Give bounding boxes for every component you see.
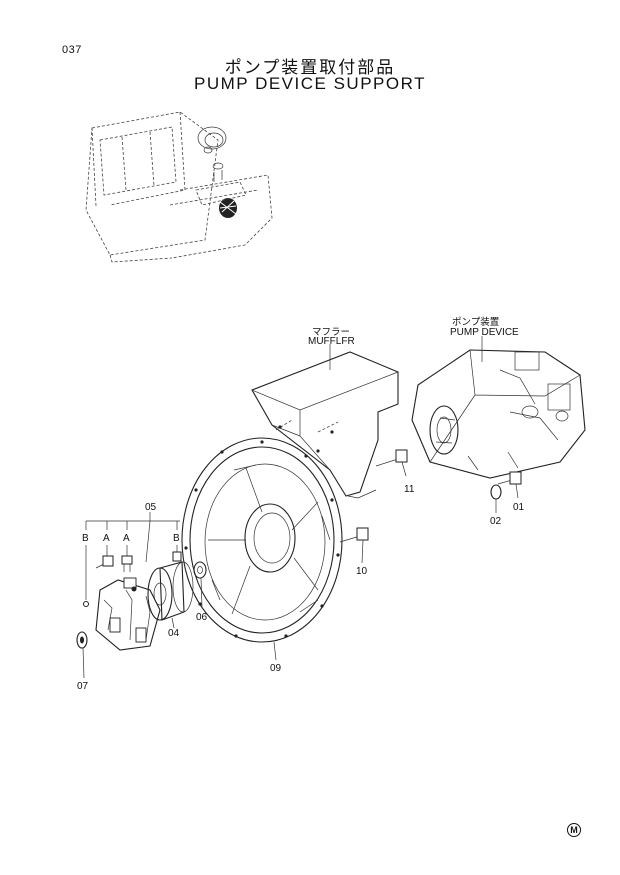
part-label-05: 05: [145, 502, 157, 513]
part-label-06: 06: [196, 612, 208, 623]
page-title-japanese: ポンプ装置取付部品: [224, 58, 396, 78]
page-title-english: PUMP DEVICE SUPPORT: [194, 74, 426, 93]
part-label-01: 01: [513, 502, 525, 513]
part-label-10: 10: [356, 566, 368, 577]
part-07-washer-illustration: [76, 631, 88, 679]
catalog-m-mark: M: [567, 823, 581, 837]
part-05-coupling-illustration: [95, 577, 161, 651]
part-label-04: 04: [168, 628, 180, 639]
part-06-washer-illustration: [193, 561, 207, 609]
part-02-washer-illustration: [490, 484, 502, 513]
part-label-11: 11: [404, 484, 415, 495]
pump-device-label-english: PUMP DEVICE: [450, 327, 519, 338]
bolt-letter-a-left: A: [103, 533, 110, 544]
part-label-09: 09: [270, 663, 282, 674]
muffler-label-japanese: マフラー: [312, 327, 351, 338]
part-04-hub-illustration: [147, 561, 194, 629]
part-label-07: 07: [77, 681, 89, 692]
muffler-bracket-illustration: [251, 351, 399, 499]
part-01-bolt-illustration: [497, 471, 522, 499]
part-11-bolt-illustration: [375, 449, 408, 477]
page-number: 037: [62, 44, 82, 56]
part-09-housing-plate-illustration: [181, 437, 343, 661]
part-label-02: 02: [490, 516, 502, 527]
pump-device-label-japanese: ポンプ装置: [452, 317, 500, 328]
bolt-letter-b-right: B: [173, 533, 180, 544]
coupling-bolts-illustration: [83, 512, 182, 607]
part-10-bolt-illustration: [339, 527, 369, 564]
pump-device-illustration: [411, 349, 586, 479]
bolt-letter-b-left: B: [82, 533, 89, 544]
bolt-letter-a-right: A: [123, 533, 130, 544]
muffler-label-english: MUFFLFR: [308, 336, 355, 347]
machine-overview-illustration: [85, 111, 273, 263]
